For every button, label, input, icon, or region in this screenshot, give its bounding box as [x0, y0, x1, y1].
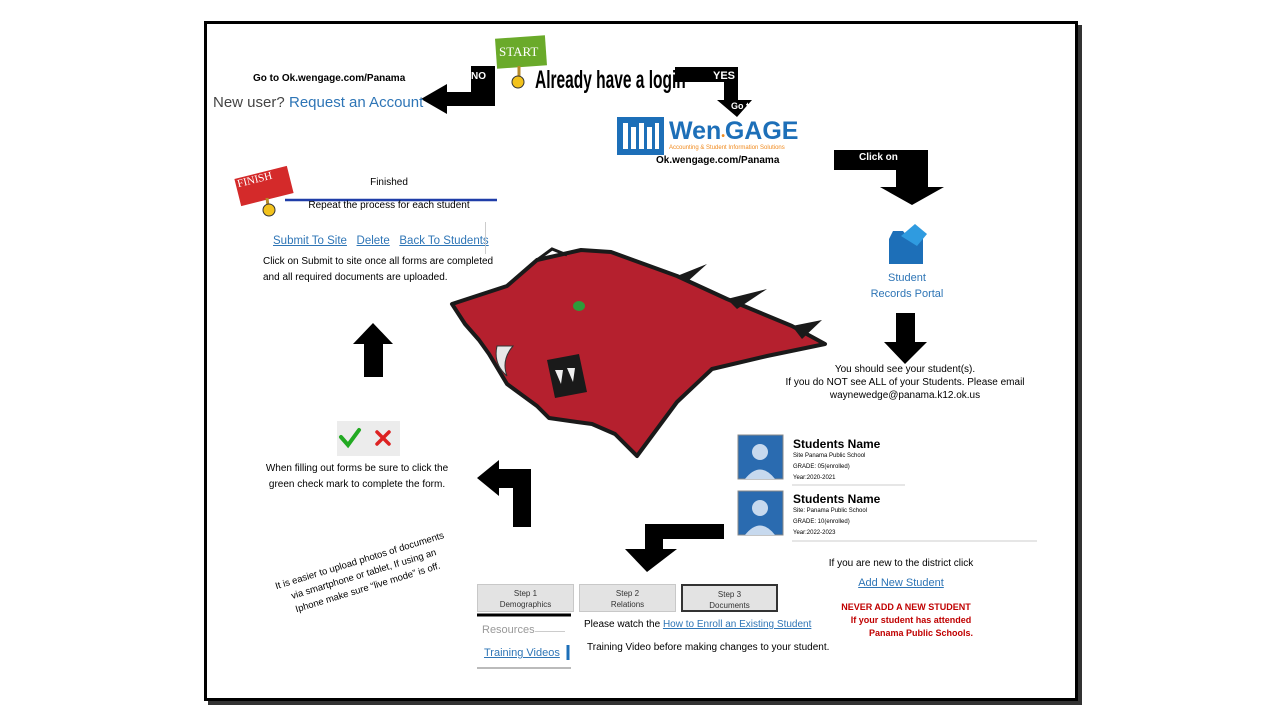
go-to-label: Go to	[731, 101, 755, 111]
tab-step-3[interactable]: Step 3 Documents	[681, 584, 778, 612]
tab-step-1-label: Demographics	[499, 600, 552, 609]
student-year-1: Year:2020-2021	[793, 475, 836, 481]
check-mark-note: When filling out forms be sure to click …	[247, 461, 467, 493]
wengage-url: Ok.wengage.com/Panama	[656, 155, 780, 166]
yes-arrow	[675, 67, 752, 117]
delete-link[interactable]: Delete	[356, 235, 390, 247]
watch-note-line-2: Training Video before making changes to …	[587, 642, 830, 653]
student-year-2: Year:2022-2023	[793, 530, 836, 536]
contact-email: waynewedge@panama.k12.ok.us	[829, 390, 981, 401]
student-site-2: Site: Panama Public School	[793, 508, 868, 514]
check-x-box	[337, 421, 400, 456]
wengage-logo-icon	[617, 117, 664, 155]
not-see-line: If you do NOT see ALL of your Students. …	[785, 377, 1025, 388]
wengage-wordmark: Wen•GAGE	[669, 117, 799, 145]
wengage-gage: GAGE	[724, 117, 799, 145]
watch-note-line-1: Please watch the How to Enroll an Existi…	[584, 619, 811, 630]
repeat-process-label: Repeat the process for each student	[308, 200, 470, 211]
warn-line-3: Panama Public Schools.	[868, 628, 974, 638]
student-name-1: Students Name	[793, 437, 881, 451]
down-arrow-portal	[884, 313, 927, 364]
wengage-wen: Wen	[669, 117, 722, 145]
finished-label: Finished	[370, 177, 408, 188]
student-site-1: Site Panama Public School	[793, 453, 866, 459]
click-on-arrow	[834, 150, 944, 205]
flowchart-frame: Go to Ok.wengage.com/Panama New user? Re…	[204, 21, 1078, 701]
corner-arrow	[477, 460, 531, 527]
back-to-students-link[interactable]: Back To Students	[399, 235, 489, 247]
student-grade-2: GRADE: 10(enrolled)	[793, 519, 850, 525]
student-grade-1: GRADE: 05(enrolled)	[793, 464, 850, 470]
submit-actions-row: Submit To Site Delete Back To Students	[273, 235, 489, 247]
warn-line-2: If your student has attended	[850, 615, 972, 625]
how-to-enroll-link[interactable]: How to Enroll an Existing Student	[662, 619, 812, 630]
tab-step-2[interactable]: Step 2 Relations	[579, 584, 676, 612]
resources-rule	[535, 631, 565, 632]
start-label: START	[499, 44, 539, 59]
wengage-tagline: Accounting & Student Information Solutio…	[669, 145, 785, 151]
new-district-prompt: If you are new to the district click	[828, 558, 974, 569]
tab-step-1[interactable]: Step 1 Demographics	[477, 584, 574, 612]
check-note-1: When filling out forms be sure to click …	[265, 463, 449, 474]
never-add-warning: NEVER ADD A NEW STUDENT If your student …	[821, 601, 991, 640]
actions-divider	[485, 222, 486, 254]
click-on-label: Click on	[859, 152, 898, 163]
student-card-1[interactable]: Students Name Site Panama Public School …	[793, 437, 933, 484]
student-records-portal-link[interactable]: Student Records Portal	[857, 270, 957, 302]
watch-prefix: Please watch the	[584, 619, 661, 630]
tab-step-2-label: Relations	[610, 600, 645, 609]
yes-label: YES	[713, 70, 736, 82]
submit-note: Click on Submit to site once all forms a…	[263, 254, 493, 286]
student-card-2[interactable]: Students Name Site: Panama Public School…	[793, 492, 933, 539]
portal-line-1: Student	[888, 272, 926, 284]
request-account-link[interactable]: Request an Account	[289, 94, 424, 111]
up-arrow-left	[353, 323, 393, 377]
start-sign	[495, 35, 547, 89]
go-to-url-top: Go to Ok.wengage.com/Panama	[253, 73, 406, 84]
finish-sign	[234, 165, 294, 217]
submit-note-2: and all required documents are uploaded.	[263, 272, 448, 283]
portal-line-2: Records Portal	[870, 288, 944, 300]
no-label: NO	[471, 71, 486, 82]
student-portal-folder-icon	[889, 224, 927, 264]
new-user-label: New user?	[213, 94, 285, 111]
students-to-steps-arrow	[625, 524, 724, 572]
no-arrow	[421, 66, 495, 114]
student-name-2: Students Name	[793, 492, 881, 506]
student-avatar-2	[737, 490, 784, 536]
tab-step-1-num: Step 1	[513, 589, 538, 598]
see-students-line: You should see your student(s).	[834, 364, 976, 375]
tab-step-2-num: Step 2	[615, 589, 640, 598]
add-new-student-link[interactable]: Add New Student	[858, 577, 944, 589]
check-note-2: green check mark to complete the form.	[268, 479, 446, 490]
student-avatar-1	[737, 434, 784, 480]
already-login-heading: Already have a login	[535, 66, 686, 94]
diagram-graphics	[234, 35, 1037, 669]
submit-note-1: Click on Submit to site once all forms a…	[263, 256, 494, 267]
tab-step-3-num: Step 3	[717, 590, 742, 599]
see-students-note: You should see your student(s). If you d…	[755, 363, 1055, 402]
tab-step-3-label: Documents	[709, 601, 750, 610]
training-videos-link[interactable]: Training Videos	[484, 647, 560, 659]
razorback-mascot	[450, 247, 827, 458]
submit-to-site-link[interactable]: Submit To Site	[273, 235, 347, 247]
warn-line-1: NEVER ADD A NEW STUDENT	[841, 602, 971, 612]
resources-heading: Resources	[482, 624, 535, 636]
